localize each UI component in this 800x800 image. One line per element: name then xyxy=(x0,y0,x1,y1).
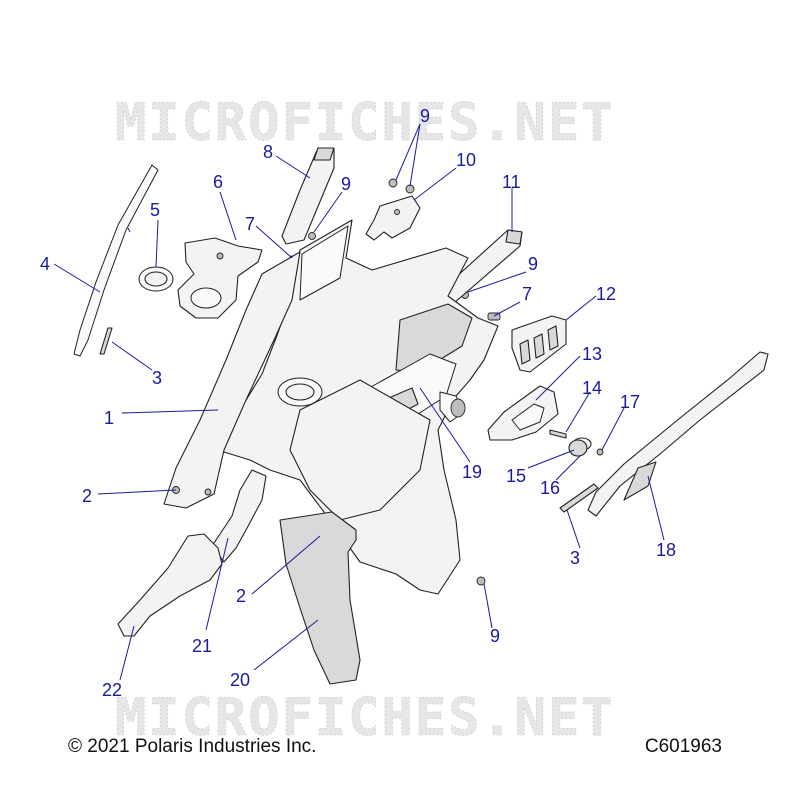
diagram-code: C601963 xyxy=(644,736,722,757)
part-17-screw xyxy=(596,448,604,456)
callout-16: 16 xyxy=(540,478,560,498)
callout-9b: 9 xyxy=(341,174,351,194)
callout-19: 19 xyxy=(462,462,482,482)
watermark-top: MICROFICHES.NET xyxy=(115,93,615,153)
part-22-lower-panel xyxy=(117,533,223,637)
part-3-rod-left xyxy=(99,327,113,355)
part-4-trim-strip xyxy=(73,164,159,357)
part-6-bracket xyxy=(177,237,263,319)
callout-9a: 9 xyxy=(420,106,430,126)
callouts: 1 2 2 3 3 4 5 6 7 7 8 9 9 9 9 10 11 12 1… xyxy=(40,106,676,700)
callout-3b: 3 xyxy=(570,548,580,568)
callout-9c: 9 xyxy=(528,254,538,274)
callout-11: 11 xyxy=(502,172,521,192)
part-18-long-panel xyxy=(587,351,769,517)
part-8-panel xyxy=(281,147,335,245)
callout-8: 8 xyxy=(263,142,273,162)
callout-13: 13 xyxy=(582,344,602,364)
part-12-vent xyxy=(511,315,567,373)
callout-21: 21 xyxy=(192,636,212,656)
callout-22: 22 xyxy=(102,680,122,700)
part-1-left-flank xyxy=(163,251,301,509)
part-20-kick-panel xyxy=(279,511,361,685)
callout-6: 6 xyxy=(213,172,223,192)
watermark-bottom: MICROFICHES.NET xyxy=(115,688,615,748)
callout-5: 5 xyxy=(150,200,160,220)
callout-7a: 7 xyxy=(245,214,255,234)
callout-18: 18 xyxy=(656,540,676,560)
callout-2b: 2 xyxy=(236,586,246,606)
callout-12: 12 xyxy=(596,284,616,304)
callout-9d: 9 xyxy=(490,626,500,646)
callout-2a: 2 xyxy=(82,486,92,506)
part-10-bracket xyxy=(365,195,421,241)
callout-17: 17 xyxy=(620,392,640,412)
callout-4: 4 xyxy=(40,254,50,274)
part-21-side-strip xyxy=(211,469,267,563)
part-1-dash-body xyxy=(217,219,499,595)
callout-14: 14 xyxy=(582,378,602,398)
callout-15: 15 xyxy=(506,466,526,486)
callout-10: 10 xyxy=(456,150,476,170)
part-15-16-knob xyxy=(568,437,592,457)
part-13-bezel xyxy=(487,385,559,441)
part-5-grommet xyxy=(138,266,174,292)
callout-3a: 3 xyxy=(152,368,162,388)
callout-1: 1 xyxy=(104,408,114,428)
copyright-text: © 2021 Polaris Industries Inc. xyxy=(68,736,317,757)
part-14-bolt xyxy=(549,429,567,439)
part-3-rod-right xyxy=(559,483,599,513)
callout-20: 20 xyxy=(230,670,250,690)
callout-7b: 7 xyxy=(522,284,532,304)
leader-lines xyxy=(53,123,665,681)
